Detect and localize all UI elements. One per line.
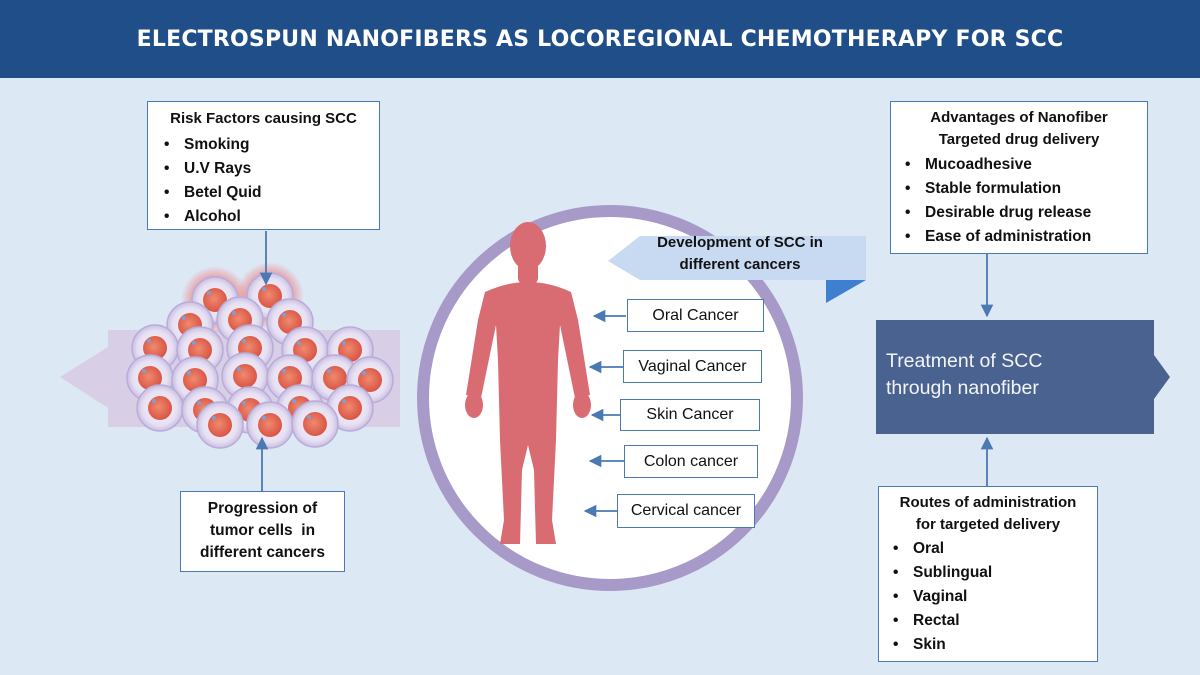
progression-line-3: different cancers — [200, 544, 325, 561]
treatment-arrow-tip — [1154, 355, 1170, 399]
cancer-label-vaginal: Vaginal Cancer — [623, 350, 762, 383]
treatment-line-2: through nanofiber — [886, 377, 1039, 399]
list-item: Ease of administration — [903, 225, 1141, 249]
progression-line-2: tumor cells in — [209, 522, 316, 539]
cancer-label-cervical: Cervical cancer — [617, 494, 755, 528]
routes-heading-2: for targeted delivery — [915, 516, 1061, 533]
tumor-cell — [246, 401, 294, 449]
tumor-cell — [291, 400, 339, 448]
tumor-cell — [136, 384, 184, 432]
page-title: ELECTROSPUN NANOFIBERS AS LOCOREGIONAL C… — [136, 26, 1064, 52]
list-item: U.V Rays — [162, 157, 371, 181]
list-item: Mucoadhesive — [903, 153, 1141, 177]
risk-factors-heading: Risk Factors causing SCC — [170, 110, 357, 127]
treatment-line-1: Treatment of SCC — [886, 350, 1043, 372]
list-item: Skin — [891, 633, 1091, 657]
list-item: Rectal — [891, 609, 1091, 633]
treatment-text: Treatment of SCC through nanofiber — [886, 348, 1042, 402]
list-item: Sublingual — [891, 561, 1091, 585]
development-line-2: different cancers — [679, 256, 801, 273]
progression-line-1: Progression of — [207, 500, 318, 517]
cancer-label-skin: Skin Cancer — [620, 399, 760, 431]
routes-heading-1: Routes of administration — [899, 494, 1077, 511]
list-item: Vaginal — [891, 585, 1091, 609]
banner-fold — [826, 280, 866, 303]
tumor-cell — [326, 384, 374, 432]
development-label: Development of SCC in different cancers — [640, 232, 840, 276]
risk-factors-box: Risk Factors causing SCC Smoking U.V Ray… — [147, 101, 380, 230]
advantages-box: Advantages of Nanofiber Targeted drug de… — [890, 101, 1148, 254]
advantages-heading-2: Targeted drug delivery — [938, 131, 1100, 148]
treatment-box: Treatment of SCC through nanofiber — [876, 320, 1154, 434]
cancer-label-colon: Colon cancer — [624, 445, 758, 478]
cancer-label-oral: Oral Cancer — [627, 299, 764, 332]
list-item: Desirable drug release — [903, 201, 1141, 225]
development-banner — [608, 236, 866, 280]
list-item: Oral — [891, 537, 1091, 561]
advantages-heading-1: Advantages of Nanofiber — [930, 109, 1108, 126]
tumor-cell — [196, 401, 244, 449]
tumor-cells-cluster — [126, 262, 394, 449]
progression-box: Progression of tumor cells in different … — [180, 491, 345, 572]
list-item: Alcohol — [162, 205, 371, 229]
development-line-1: Development of SCC in — [657, 234, 823, 251]
risk-factors-list: Smoking U.V Rays Betel Quid Alcohol — [156, 133, 371, 229]
list-item: Betel Quid — [162, 181, 371, 205]
list-item: Stable formulation — [903, 177, 1141, 201]
list-item: Smoking — [162, 133, 371, 157]
human-body-figure — [465, 222, 591, 544]
title-bar: ELECTROSPUN NANOFIBERS AS LOCOREGIONAL C… — [0, 0, 1200, 78]
advantages-list: Mucoadhesive Stable formulation Desirabl… — [897, 153, 1141, 249]
routes-box: Routes of administration for targeted de… — [878, 486, 1098, 662]
routes-list: Oral Sublingual Vaginal Rectal Skin — [885, 537, 1091, 657]
